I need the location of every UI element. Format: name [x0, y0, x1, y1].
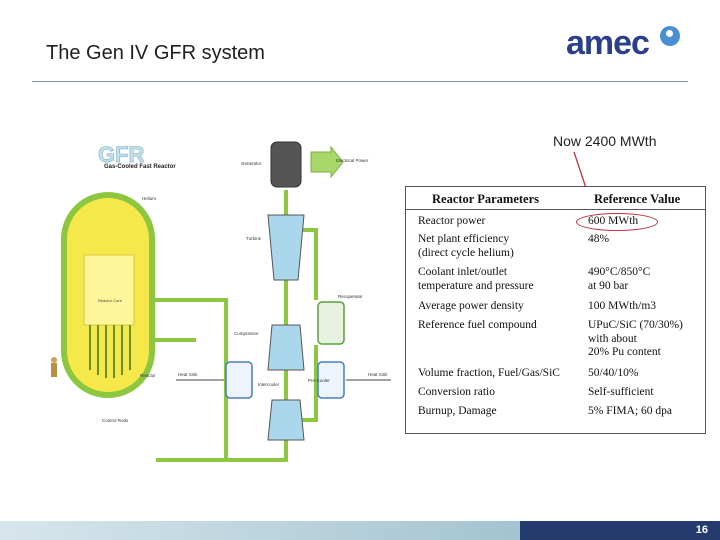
electrical-power-label: Electrical Power [336, 158, 369, 163]
gfr-diagram: GFR Gas-Cooled Fast Reactor Reactor Core… [51, 141, 391, 462]
param-cell: Coolant inlet/outlet temperature and pre… [418, 266, 534, 292]
diagram-subtitle: Gas-Cooled Fast Reactor [104, 164, 176, 170]
generator [270, 141, 302, 188]
param-cell: Average power density [418, 300, 524, 312]
precooler-label: Pre-Cooler [308, 378, 330, 383]
param-cell: Volume fraction, Fuel/Gas/SiC [418, 367, 560, 379]
table-header: Reactor Parameters Reference Value [406, 187, 705, 210]
reactor-parameters-table: Reactor Parameters Reference Value React… [405, 186, 706, 434]
diagram-brand: GFR [98, 142, 145, 167]
param-cell: Reactor power [418, 215, 486, 227]
logo-text: amec [566, 24, 650, 62]
heat-sink-left-label: Heat Sink [178, 372, 198, 377]
param-cell: Conversion ratio [418, 386, 495, 398]
intercooler [225, 361, 253, 399]
power-note: Now 2400 MWth [553, 133, 657, 149]
reactor-power-highlight [576, 213, 658, 231]
value-cell: 48% [588, 233, 610, 245]
value-cell: 490°C/850°C at 90 bar [588, 266, 651, 292]
param-cell: Net plant efficiency (direct cycle heliu… [418, 233, 514, 259]
helium-label: Helium [142, 196, 156, 201]
heat-sink-right-label: Heat Sink [368, 372, 388, 377]
param-cell: Reference fuel compound [418, 319, 537, 331]
page-number: 16 [520, 521, 720, 540]
header-reference-value: Reference Value [594, 192, 681, 206]
turbine-label: Turbine [246, 236, 262, 241]
reactor-core-label: Reactor Core [98, 298, 123, 303]
globe-icon [660, 26, 680, 46]
value-cell: 600 MWth [588, 215, 639, 227]
compressor-lower [267, 399, 305, 441]
value-cell: 5% FIMA; 60 dpa [588, 405, 673, 417]
person-icon [51, 357, 57, 377]
control-rods [89, 325, 131, 378]
recuperator [317, 301, 345, 345]
control-rods-label: Control Rods [102, 418, 129, 423]
intercooler-label: Intercooler [258, 382, 280, 387]
value-cell: UPuC/SiC (70/30%) with about 20% Pu cont… [588, 319, 683, 358]
value-cell: 50/40/10% [588, 367, 639, 379]
recuperator-label: Recuperator [338, 294, 363, 299]
header-parameters: Reactor Parameters [432, 192, 540, 206]
generator-label: Generator [241, 161, 262, 166]
slide-title: The Gen IV GFR system [46, 42, 265, 64]
compressor-upper [267, 324, 305, 371]
value-cell: Self-sufficient [588, 386, 654, 398]
turbine [267, 214, 305, 281]
reactor-core [83, 254, 135, 326]
value-cell: 100 MWth/m3 [588, 300, 657, 312]
compressor-upper-label: Compressor [234, 331, 259, 336]
power-arrow [310, 145, 344, 179]
param-cell: Burnup, Damage [418, 405, 497, 417]
reactor-label: Reactor [140, 373, 156, 378]
precooler [317, 361, 345, 399]
title-rule [32, 81, 688, 82]
amec-logo: amec [566, 22, 692, 74]
